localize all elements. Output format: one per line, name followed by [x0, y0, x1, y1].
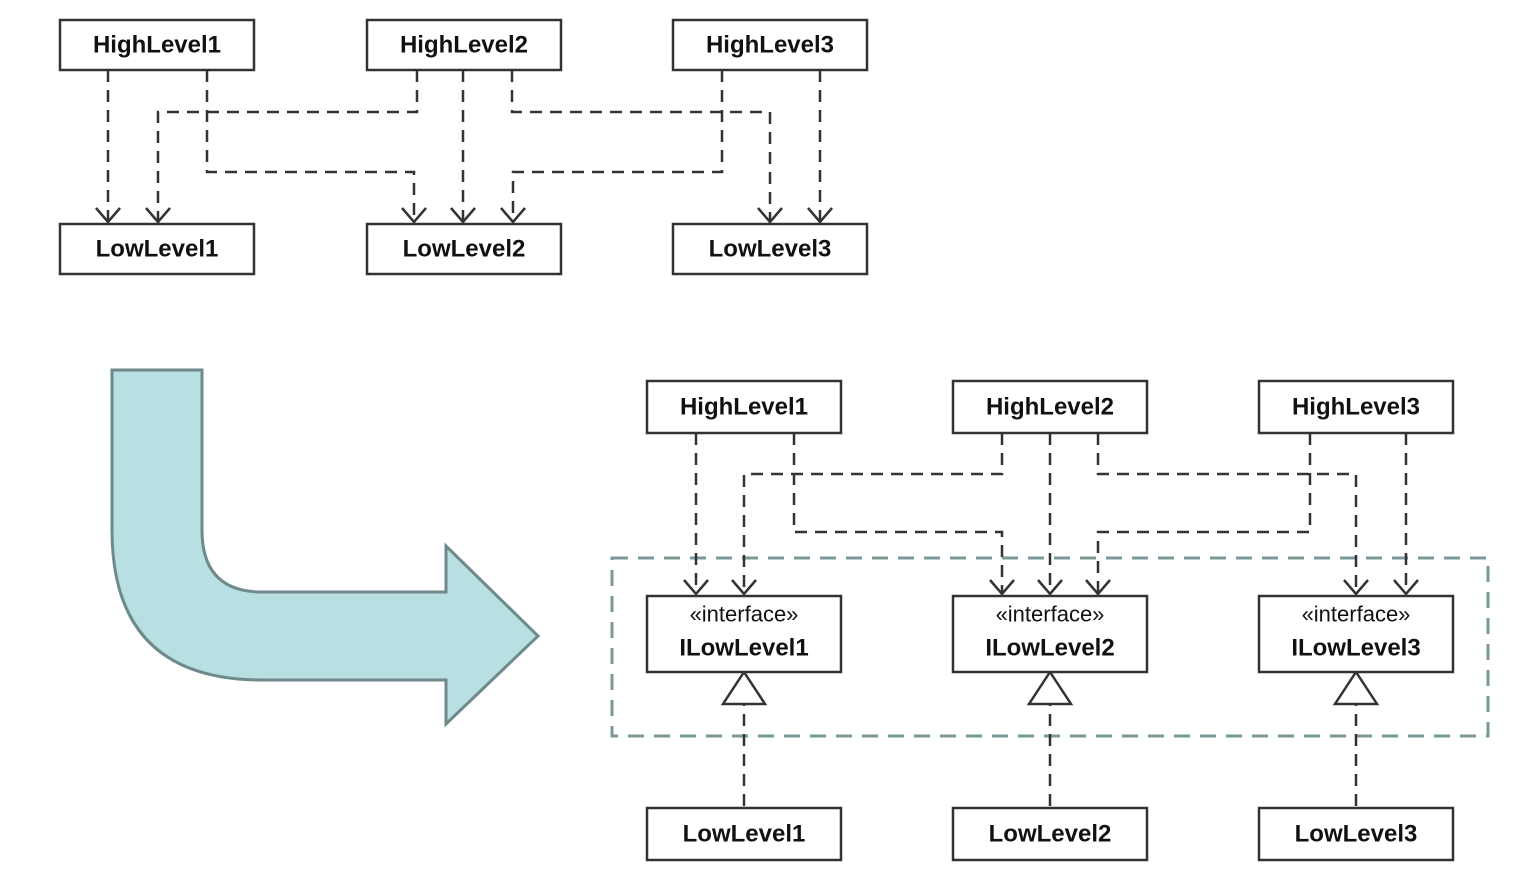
stereotype-label: «interface»	[690, 602, 799, 627]
stereotype-label: «interface»	[1302, 602, 1411, 627]
node-label: HighLevel3	[1292, 394, 1420, 421]
arrowhead	[757, 207, 783, 224]
arrowhead	[807, 207, 833, 224]
dep-h1-i2	[792, 433, 1004, 594]
arrowhead	[989, 579, 1015, 596]
interface-name: ILowLevel3	[1291, 635, 1420, 662]
before-highlevel1-box: HighLevel1	[58, 18, 256, 72]
dep-h3-i2	[1096, 433, 1312, 594]
interface-name: ILowLevel1	[679, 635, 808, 662]
after-lowlevel3-box: LowLevel3	[1257, 806, 1455, 862]
node-label: HighLevel3	[706, 32, 834, 59]
node-label: HighLevel1	[93, 32, 221, 59]
before-lowlevel3-box: LowLevel3	[671, 222, 869, 276]
after-lowlevel2-box: LowLevel2	[951, 806, 1149, 862]
node-label: LowLevel2	[403, 236, 526, 263]
node-label: HighLevel2	[986, 394, 1114, 421]
before-lowlevel2-box: LowLevel2	[365, 222, 563, 276]
node-label: HighLevel2	[400, 32, 528, 59]
arrowhead	[731, 579, 757, 596]
realization-triangle	[720, 669, 768, 706]
curved-arrow-icon	[110, 368, 541, 728]
arrowhead	[145, 207, 171, 224]
before-lowlevel1-box: LowLevel1	[58, 222, 256, 276]
dep-h2-l3	[510, 70, 772, 222]
after-lowlevel1-box: LowLevel1	[645, 806, 843, 862]
arrowhead	[1037, 579, 1063, 596]
node-label: HighLevel1	[680, 394, 808, 421]
interface-ilowlevel3-box: «interface» ILowLevel3	[1257, 594, 1455, 674]
stereotype-label: «interface»	[996, 602, 1105, 627]
realization-triangle	[1332, 669, 1380, 706]
node-label: LowLevel2	[989, 821, 1112, 848]
before-diagram: HighLevel1 HighLevel2 HighLevel3 LowLeve…	[58, 18, 869, 276]
after-highlevel1-box: HighLevel1	[645, 379, 843, 435]
arrowhead	[500, 207, 526, 224]
arrowhead	[1085, 579, 1111, 596]
arrowhead	[1393, 579, 1419, 596]
node-label: LowLevel3	[1295, 821, 1418, 848]
arrowhead	[95, 207, 121, 224]
dep-h2-l1	[156, 70, 419, 222]
before-highlevel2-box: HighLevel2	[365, 18, 563, 72]
interface-ilowlevel2-box: «interface» ILowLevel2	[951, 594, 1149, 674]
dep-h1-l2	[205, 70, 416, 222]
node-label: LowLevel1	[683, 821, 806, 848]
realization-triangle	[1026, 669, 1074, 706]
arrowhead	[683, 579, 709, 596]
dep-h2-i1	[742, 433, 1004, 594]
dep-h2-i3	[1096, 433, 1358, 594]
before-highlevel3-box: HighLevel3	[671, 18, 869, 72]
interface-ilowlevel1-box: «interface» ILowLevel1	[645, 594, 843, 674]
arrowhead	[401, 207, 427, 224]
node-label: LowLevel1	[96, 236, 219, 263]
dep-h3-l2	[511, 70, 724, 222]
arrowhead	[1343, 579, 1369, 596]
arrowhead	[450, 207, 476, 224]
after-highlevel2-box: HighLevel2	[951, 379, 1149, 435]
node-label: LowLevel3	[709, 236, 832, 263]
after-highlevel3-box: HighLevel3	[1257, 379, 1455, 435]
after-diagram: HighLevel1 HighLevel2 HighLevel3 «interf…	[610, 379, 1490, 862]
interface-name: ILowLevel2	[985, 635, 1114, 662]
